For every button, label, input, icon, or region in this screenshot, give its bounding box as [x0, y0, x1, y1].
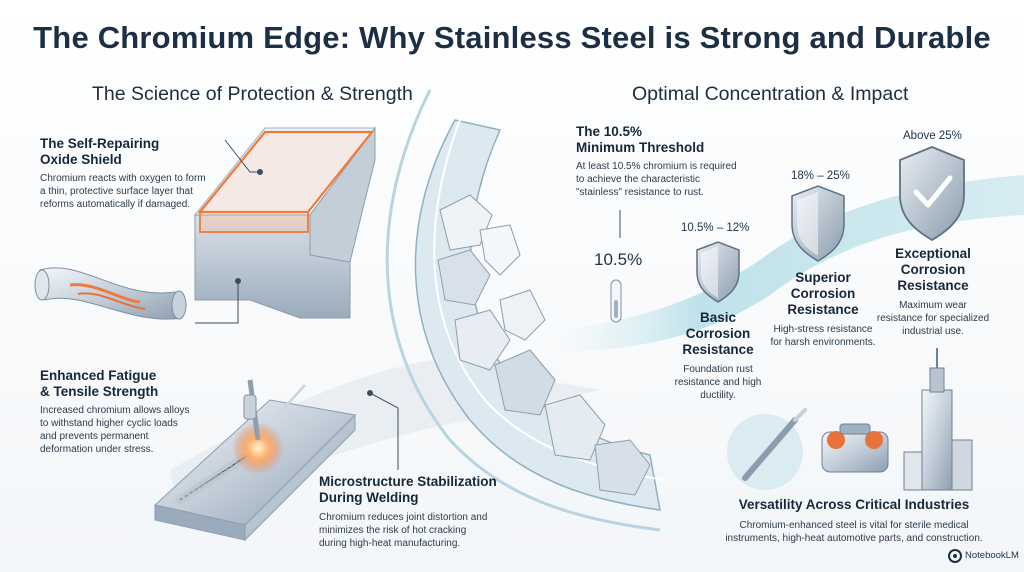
- shield-icon: [696, 241, 740, 303]
- threshold-value-label: 10.5%: [594, 250, 643, 269]
- welding-title-line2: During Welding: [319, 490, 419, 505]
- level-body-line: resistance and high: [674, 377, 762, 388]
- level-title-line: Superior: [795, 270, 851, 285]
- level-title-line: Resistance: [787, 302, 859, 317]
- industries-block: Versatility Across Critical Industries C…: [708, 497, 1000, 545]
- level-card-superior: Superior Corrosion Resistance High-stres…: [763, 270, 883, 349]
- level-card-basic: Basic Corrosion Resistance Foundation ru…: [658, 310, 778, 402]
- right-section-heading: Optimal Concentration & Impact: [632, 83, 909, 105]
- level-range-label: 18% – 25%: [791, 170, 850, 182]
- notebooklm-logo-icon: [948, 549, 962, 563]
- threshold-block: The 10.5% Minimum Threshold At least 10.…: [576, 124, 766, 199]
- welding-title-line1: Microstructure Stabilization: [319, 474, 497, 489]
- thermometer-icon: [610, 279, 622, 323]
- level-title-line: Corrosion: [685, 326, 751, 341]
- threshold-title-line1: The 10.5%: [576, 124, 643, 139]
- level-card-exceptional: Exceptional Corrosion Resistance Maximum…: [868, 246, 998, 338]
- level-title-line: Corrosion: [790, 286, 856, 301]
- welding-body-line: during high-heat manufacturing.: [319, 538, 461, 549]
- fatigue-body-line: and prevents permanent: [40, 431, 149, 442]
- threshold-body-line: "stainless" resistance to rust.: [576, 187, 704, 198]
- level-title-line: Resistance: [897, 278, 969, 293]
- welding-body-line: minimizes the risk of hot cracking: [319, 525, 467, 536]
- level-range-label: Above 25%: [903, 130, 962, 142]
- threshold-body-line: At least 10.5% chromium is required: [576, 161, 737, 172]
- fatigue-body-line: Increased chromium allows alloys: [40, 405, 190, 416]
- fatigue-block: Enhanced Fatigue & Tensile Strength Incr…: [40, 368, 240, 456]
- industries-title: Versatility Across Critical Industries: [738, 497, 970, 512]
- scalpel-icon: [727, 408, 807, 490]
- twisted-rod-illustration: [34, 267, 187, 320]
- oxide-block-illustration: [193, 126, 376, 319]
- industries-body-line: Chromium-enhanced steel is vital for ste…: [739, 520, 969, 531]
- shield-icon: [791, 185, 845, 262]
- level-title-line: Resistance: [682, 342, 754, 357]
- level-body-line: Foundation rust: [683, 364, 753, 375]
- level-body-line: ductility.: [700, 390, 736, 401]
- fatigue-title-line2: & Tensile Strength: [40, 384, 159, 399]
- oxide-title-line2: Oxide Shield: [40, 152, 122, 167]
- skyscraper-icon: [903, 348, 973, 491]
- level-body-line: Maximum wear: [899, 300, 967, 311]
- level-body-line: High-stress resistance: [773, 324, 873, 335]
- oxide-body-line: a thin, protective surface layer that: [40, 186, 193, 197]
- welding-body-line: Chromium reduces joint distortion and: [319, 512, 488, 523]
- level-title-line: Basic: [699, 310, 737, 325]
- level-title-line: Corrosion: [900, 262, 966, 277]
- engine-icon: [821, 423, 889, 473]
- fatigue-title-line1: Enhanced Fatigue: [40, 368, 157, 383]
- oxide-title-line1: The Self-Repairing: [40, 136, 160, 151]
- level-title-line: Exceptional: [895, 246, 971, 261]
- level-body-line: for harsh environments.: [770, 337, 876, 348]
- threshold-title-line2: Minimum Threshold: [576, 140, 705, 155]
- level-body-line: industrial use.: [902, 326, 964, 337]
- welding-block: Microstructure Stabilization During Weld…: [319, 474, 539, 550]
- oxide-body-line: Chromium reacts with oxygen to form: [40, 173, 206, 184]
- oxide-shield-block: The Self-Repairing Oxide Shield Chromium…: [40, 136, 240, 211]
- fatigue-body-line: deformation under stress.: [40, 444, 154, 455]
- threshold-body-line: to achieve the characteristic: [576, 174, 700, 185]
- level-range-label: 10.5% – 12%: [681, 222, 750, 234]
- brand-label: NotebookLM: [965, 550, 1019, 561]
- checkmark-shield-icon: [899, 146, 965, 242]
- page-title: The Chromium Edge: Why Stainless Steel i…: [33, 20, 991, 55]
- oxide-body-line: reforms automatically if damaged.: [40, 199, 191, 210]
- crystal-tube-illustration: [385, 89, 666, 532]
- industries-body-line: instruments, high-heat automotive parts,…: [725, 533, 983, 544]
- left-section-heading: The Science of Protection & Strength: [92, 83, 413, 105]
- leader-lines: [195, 139, 621, 470]
- welding-plate-illustration: [153, 379, 357, 542]
- fatigue-body-line: to withstand higher cyclic loads: [40, 418, 178, 429]
- level-body-line: resistance for specialized: [876, 313, 990, 324]
